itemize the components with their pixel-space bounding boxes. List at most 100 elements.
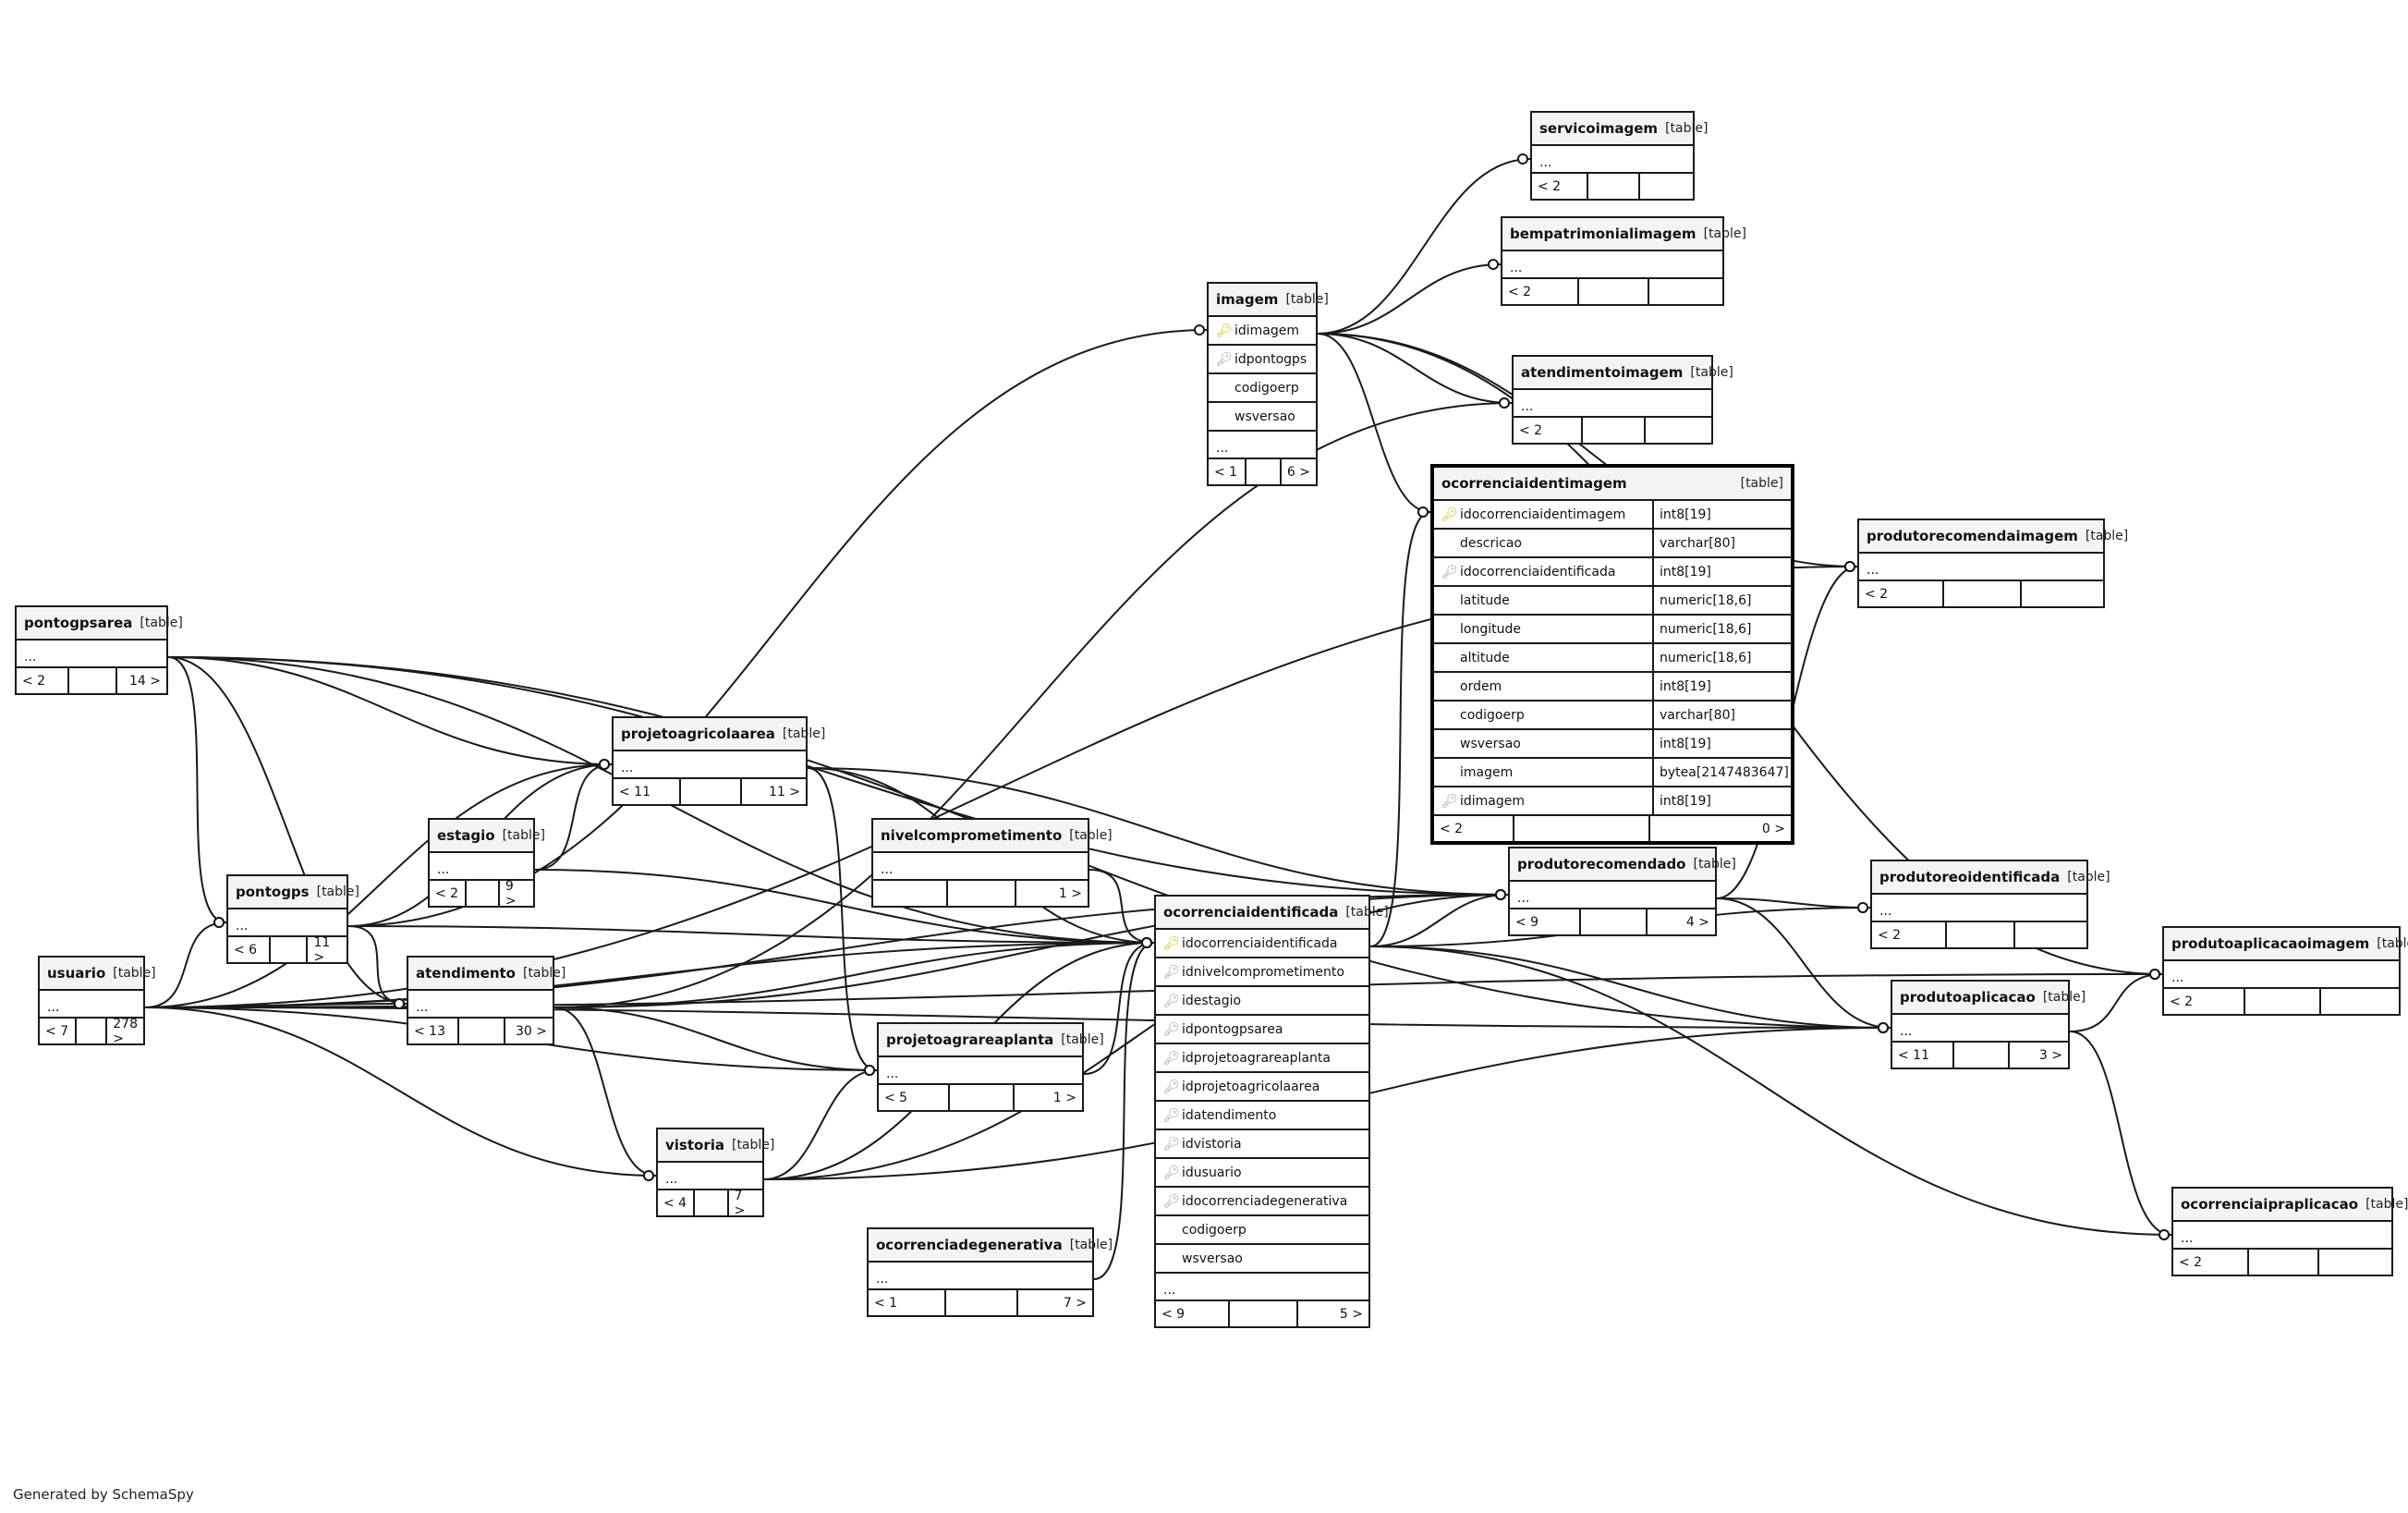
table-name: imagem: [1216, 291, 1279, 308]
relationship-line-pontogpsarea-projetoagricolaarea: [167, 656, 613, 765]
crowfoot-marker-atendimentoimagem: [1499, 397, 1510, 409]
column-name: idprojetoagrareaplanta: [1182, 1050, 1331, 1066]
table-name: vistoria: [665, 1137, 724, 1153]
relationship-line-produtorecomendado-produtoaplicacao: [1716, 897, 1891, 1029]
table-type-tag: [table]: [1690, 365, 1733, 380]
column-type: int8[19]: [1652, 558, 1791, 585]
column-row[interactable]: 🔑︎idestagio: [1156, 987, 1368, 1016]
table-atendimentoimagem[interactable]: atendimentoimagem[table] ... < 2: [1512, 355, 1733, 445]
relationship-line-vistoria-projetoagrareaplanta: [763, 1069, 878, 1180]
columns-ellipsis: ...: [2164, 961, 2399, 989]
columns-ellipsis: ...: [430, 853, 533, 881]
column-row[interactable]: 🔑︎idpontogpsarea: [1156, 1016, 1368, 1044]
column-row[interactable]: 🔑︎idimagem: [1209, 317, 1316, 346]
column-row[interactable]: 🔑︎idocorrenciadegenerativa: [1156, 1188, 1368, 1216]
table-type-tag: [table]: [2042, 990, 2086, 1005]
columns-ellipsis: ...: [1510, 882, 1715, 909]
table-ocorrenciaipraplicacao[interactable]: ocorrenciaipraplicacao[table] ... < 2: [2171, 1187, 2408, 1276]
parents-count: < 11: [1898, 1047, 1929, 1063]
relationship-line-pontogps-atendimento: [347, 925, 407, 1005]
column-type: int8[19]: [1652, 501, 1791, 528]
table-type-tag: [table]: [2067, 870, 2110, 885]
parents-count: < 2: [1878, 927, 1902, 943]
crowfoot-marker-projetoagrareaplanta: [864, 1065, 875, 1076]
foreign-key-icon: 🔑︎: [1163, 1107, 1180, 1123]
column-row[interactable]: wsversao: [1156, 1245, 1368, 1274]
table-bempatrimonialimagem[interactable]: bempatrimonialimagem[table] ... < 2: [1501, 216, 1746, 306]
column-row[interactable]: 🔑︎idatendimento: [1156, 1102, 1368, 1130]
table-type-tag: [table]: [1703, 226, 1746, 241]
relationship-line-atendimento-atendimentoimagem: [553, 402, 1513, 1008]
column-row[interactable]: 🔑︎idvistoria: [1156, 1130, 1368, 1159]
relationship-line-estagio-projetoagricolaarea: [534, 763, 613, 871]
column-row[interactable]: 🔑︎idnivelcomprometimento: [1156, 958, 1368, 987]
table-produtoaplicacaoimagem[interactable]: produtoaplicacaoimagem[table] ... < 2: [2162, 926, 2408, 1016]
column-row[interactable]: wsversao: [1209, 403, 1316, 432]
column-row[interactable]: 🔑︎idusuario: [1156, 1159, 1368, 1188]
table-header: vistoria[table]: [658, 1129, 774, 1163]
column-type: numeric[18,6]: [1652, 616, 1791, 642]
foreign-key-icon: 🔑︎: [1216, 351, 1233, 367]
relationship-line-atendimento-vistoria: [553, 1007, 657, 1177]
column-row[interactable]: codigoerp: [1209, 374, 1316, 403]
table-name: ocorrenciaidentificada: [1163, 904, 1339, 921]
table-type-tag: [table]: [1069, 1238, 1113, 1252]
column-type: int8[19]: [1652, 787, 1791, 814]
children-count: 14 >: [115, 668, 166, 693]
column-row[interactable]: 🔑︎idprojetoagrareaplanta: [1156, 1044, 1368, 1073]
column-name: idnivelcomprometimento: [1182, 964, 1344, 980]
table-ocorrenciaidentificada[interactable]: ocorrenciaidentificada[table] 🔑︎idocorre…: [1154, 895, 1389, 1328]
table-produtorecomendaimagem[interactable]: produtorecomendaimagem[table] ... < 2: [1857, 519, 2128, 608]
column-row[interactable]: codigoerp: [1156, 1216, 1368, 1245]
table-name: projetoagrareaplanta: [886, 1031, 1054, 1048]
column-row[interactable]: 🔑︎idprojetoagricolaarea: [1156, 1073, 1368, 1102]
table-header: ocorrenciadegenerativa[table]: [869, 1229, 1113, 1263]
column-name: wsversao: [1460, 736, 1521, 751]
table-name: produtoaplicacao: [1900, 989, 2036, 1006]
column-row[interactable]: 🔑︎idpontogps: [1209, 346, 1316, 374]
table-header: produtorecomendado[table]: [1510, 848, 1736, 882]
column-row[interactable]: 🔑︎idocorrenciaidentificada: [1156, 930, 1368, 958]
crowfoot-marker-produtoaplicacao: [1878, 1022, 1889, 1033]
table-produtoreoidentificada[interactable]: produtoreoidentificada[table] ... < 2: [1870, 860, 2110, 949]
table-imagem[interactable]: imagem[table] 🔑︎idimagem 🔑︎idpontogps co…: [1207, 282, 1329, 486]
table-ocorrenciaidentimagem[interactable]: ocorrenciaidentimagem[table] 🔑︎idocorren…: [1430, 464, 1794, 845]
table-name: produtorecomendaimagem: [1867, 528, 2078, 544]
crowfoot-marker-ocorrenciaidentimagem: [1417, 506, 1429, 518]
column-name: codigoerp: [1460, 707, 1525, 723]
parents-count: < 9: [1161, 1306, 1186, 1322]
table-servicoimagem[interactable]: servicoimagem[table] ... < 2: [1530, 111, 1708, 201]
column-type: numeric[18,6]: [1652, 587, 1791, 614]
table-header: imagem[table]: [1209, 284, 1329, 317]
table-nivelcomprometimento[interactable]: nivelcomprometimento[table] ... 1 >: [871, 818, 1113, 908]
relationship-line-atendimento-projetoagrareaplanta: [553, 1007, 878, 1071]
table-header: atendimentoimagem[table]: [1514, 357, 1733, 390]
